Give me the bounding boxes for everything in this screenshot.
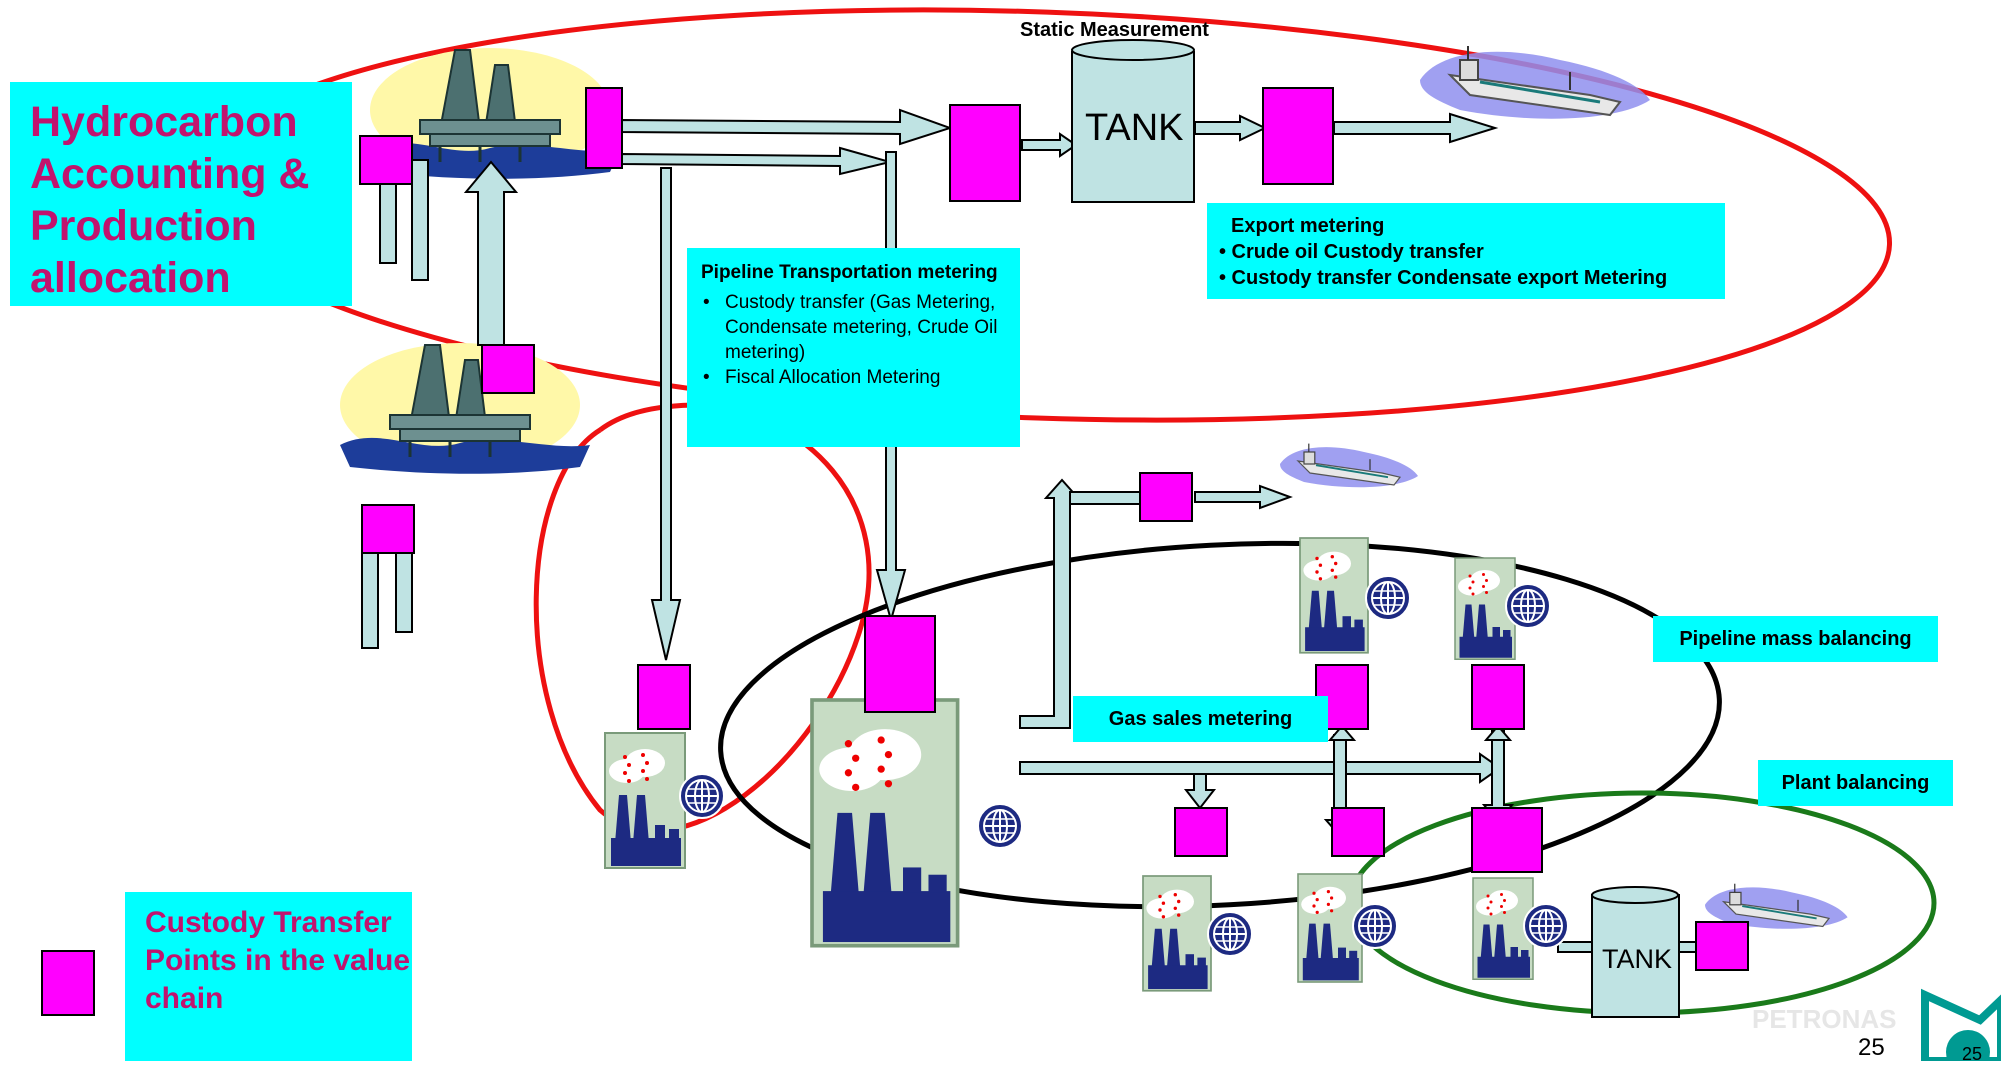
page-number: 25 [1858, 1034, 1885, 1061]
globe-icon [1352, 903, 1398, 949]
tank-label: TANK [1602, 944, 1673, 974]
tanker-ship-icon [1279, 442, 1419, 489]
svg-text:PETRONAS: PETRONAS [1752, 1004, 1896, 1034]
globe-icon [679, 773, 725, 819]
factory-icon [810, 698, 960, 948]
factory-icon [1142, 875, 1212, 992]
storage-tank-icon [1071, 39, 1195, 203]
globe-icon [1365, 575, 1411, 621]
pipeline-mass-balancing-label: Pipeline mass balancing [1653, 616, 1938, 662]
legend-box: Custody Transfer Points in the value cha… [125, 892, 412, 1061]
static-measurement-label: Static Measurement [1020, 19, 1209, 41]
tanker-ship-icon [1418, 44, 1652, 121]
export-item: • Custody transfer Condensate export Met… [1219, 267, 1668, 289]
pipeline-heading: Pipeline Transportation metering [701, 262, 998, 283]
globe-icon [1505, 583, 1551, 629]
pipeline-metering-box: Pipeline Transportation metering Custody… [687, 248, 1020, 447]
gas-loop [718, 540, 1722, 910]
export-heading: Export metering [1231, 215, 1385, 237]
globe-icon [1207, 911, 1253, 957]
page-number-logo: 25 [1962, 1044, 1983, 1064]
export-metering-box: Export metering • Crude oil Custody tran… [1207, 203, 1725, 299]
gas-sales-label: Gas sales metering [1073, 696, 1328, 742]
plant-balancing-label: Plant balancing [1758, 760, 1953, 806]
petronas-logo: PETRONAS [1752, 988, 2001, 1061]
factory-icon [1299, 537, 1369, 654]
pipeline-arrows [463, 108, 1697, 953]
globe-icon [977, 803, 1023, 849]
pipeline-list: Custody transfer (Gas Metering, Condensa… [701, 290, 1006, 390]
title-box: Hydrocarbon Accounting & Production allo… [10, 82, 352, 306]
page-title: Hydrocarbon Accounting & Production allo… [30, 98, 310, 302]
custody-points [41, 87, 1749, 1016]
tank-label: TANK [1085, 107, 1184, 149]
export-item: • Crude oil Custody transfer [1219, 241, 1484, 263]
legend-text: Custody Transfer Points in the value cha… [145, 906, 411, 1015]
globe-icon [1523, 903, 1569, 949]
pipeline-item: Custody transfer (Gas Metering, Condensa… [703, 290, 1006, 365]
offshore-platform-icon [338, 341, 592, 476]
storage-tank-icon [1591, 886, 1680, 1018]
pipeline-item: Fiscal Allocation Metering [703, 365, 1006, 390]
factory-icon [604, 732, 686, 869]
